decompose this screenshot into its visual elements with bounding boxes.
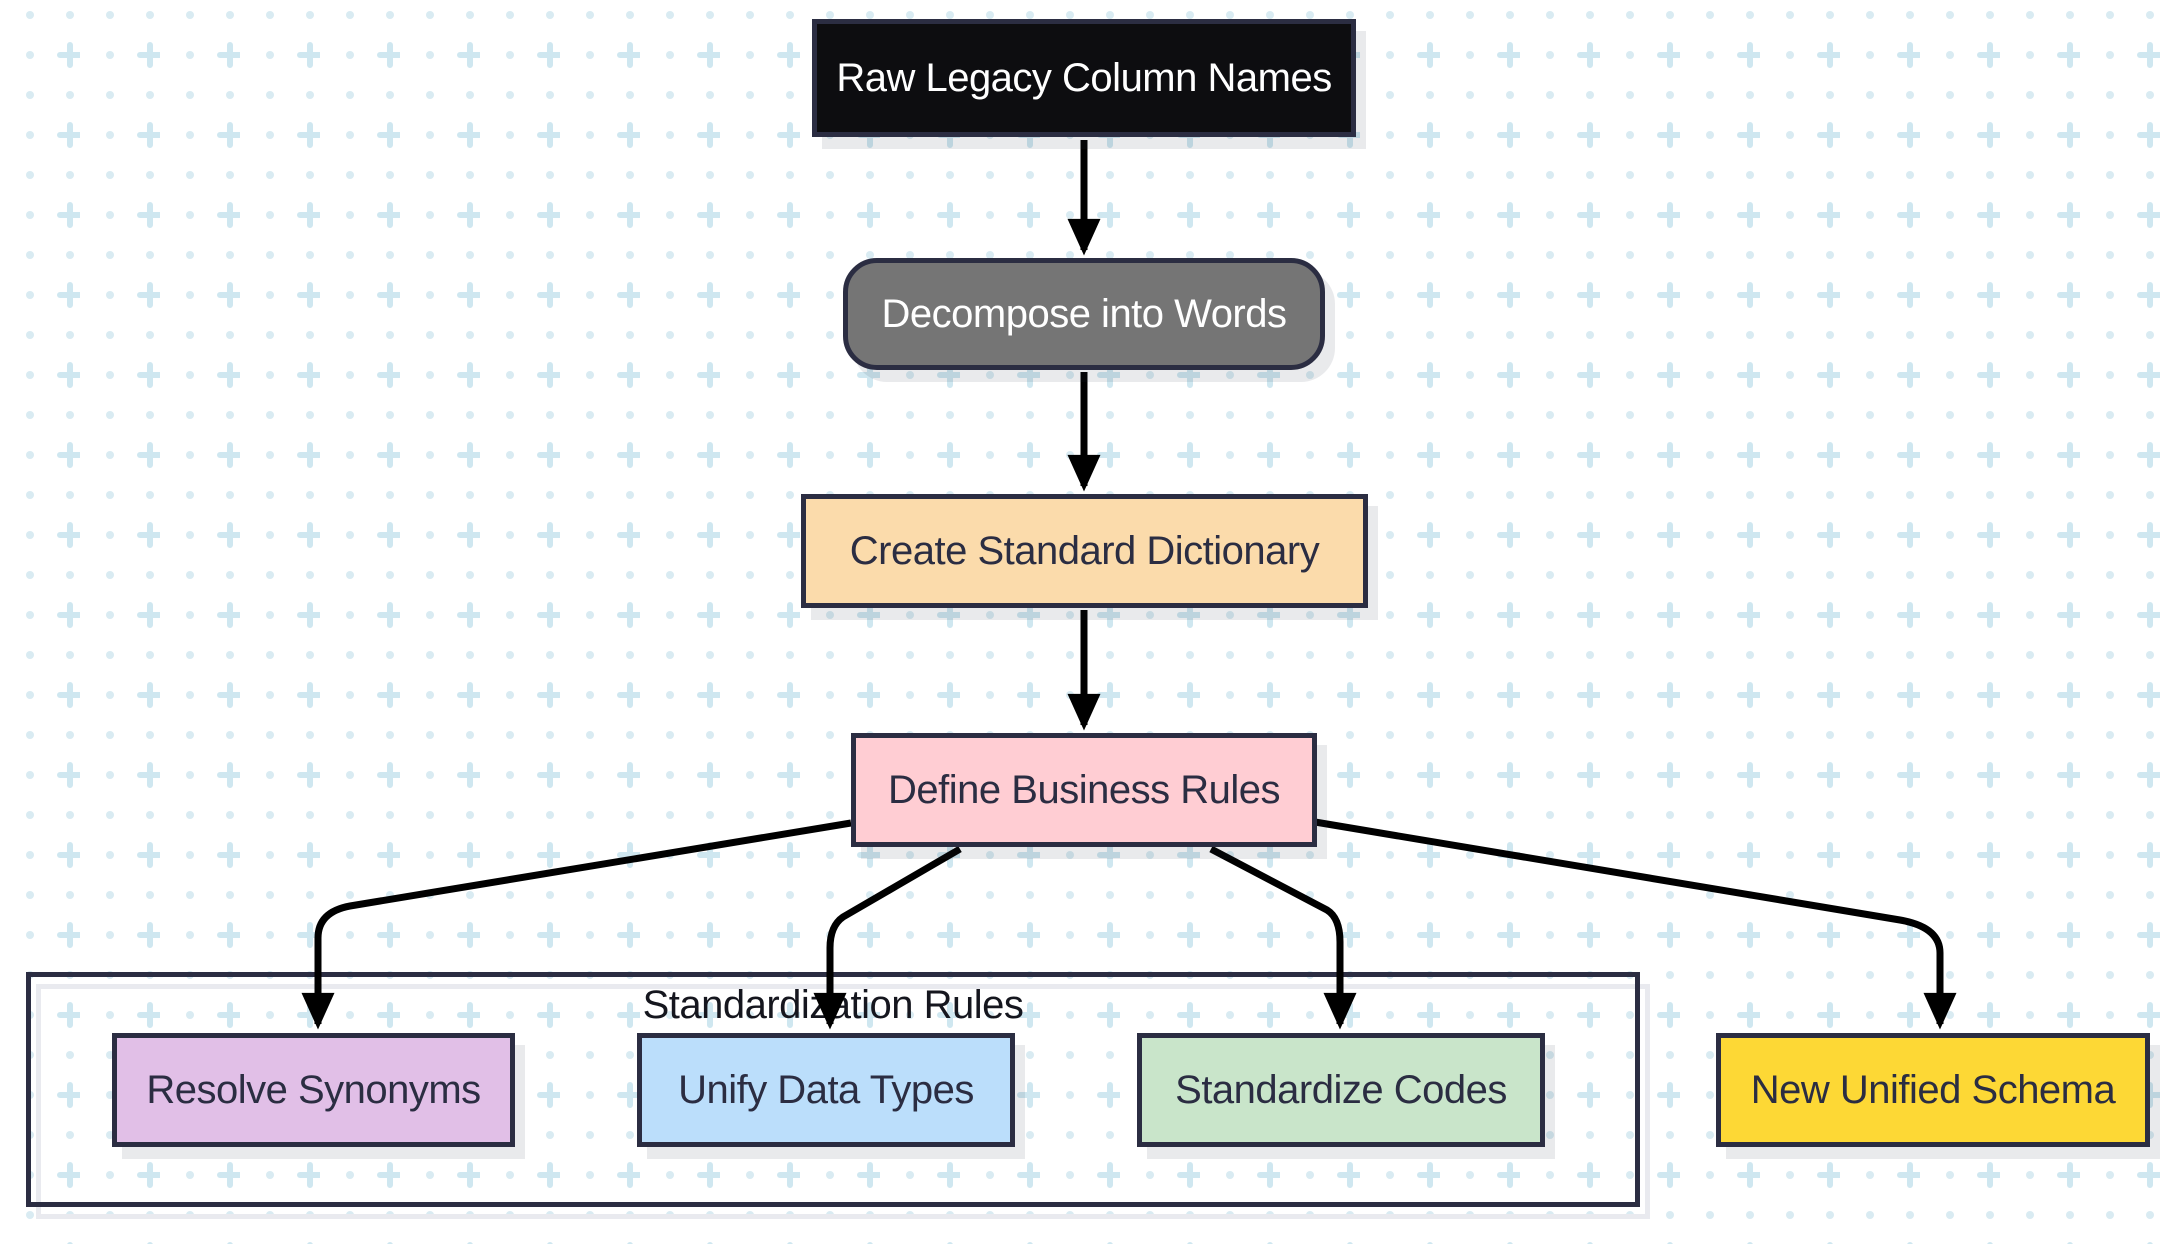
edge-rules-to-types <box>813 845 962 1030</box>
node-raw-legacy-column-names: Raw Legacy Column Names <box>812 19 1356 137</box>
node-label: New Unified Schema <box>1750 1067 2116 1112</box>
node-label: Raw Legacy Column Names <box>836 55 1332 100</box>
node-new-unified-schema: New Unified Schema <box>1716 1033 2150 1147</box>
edge-rules-to-schema <box>1314 818 1957 1030</box>
edge-rules-to-synonyms <box>301 819 852 1030</box>
node-standardize-codes: Standardize Codes <box>1137 1033 1545 1147</box>
node-label: Standardize Codes <box>1175 1067 1507 1112</box>
edge-rules-to-codes <box>1209 845 1357 1030</box>
node-label: Decompose into Words <box>881 291 1288 336</box>
node-resolve-synonyms: Resolve Synonyms <box>112 1033 515 1147</box>
node-create-standard-dictionary: Create Standard Dictionary <box>801 494 1368 608</box>
node-label: Resolve Synonyms <box>146 1067 481 1112</box>
group-shadow <box>36 984 1650 1219</box>
node-label: Create Standard Dictionary <box>849 528 1320 573</box>
node-decompose-into-words: Decompose into Words <box>843 258 1325 370</box>
node-unify-data-types: Unify Data Types <box>637 1033 1015 1147</box>
node-label: Define Business Rules <box>888 767 1280 812</box>
node-define-business-rules: Define Business Rules <box>851 733 1317 847</box>
node-label: Unify Data Types <box>678 1067 974 1112</box>
